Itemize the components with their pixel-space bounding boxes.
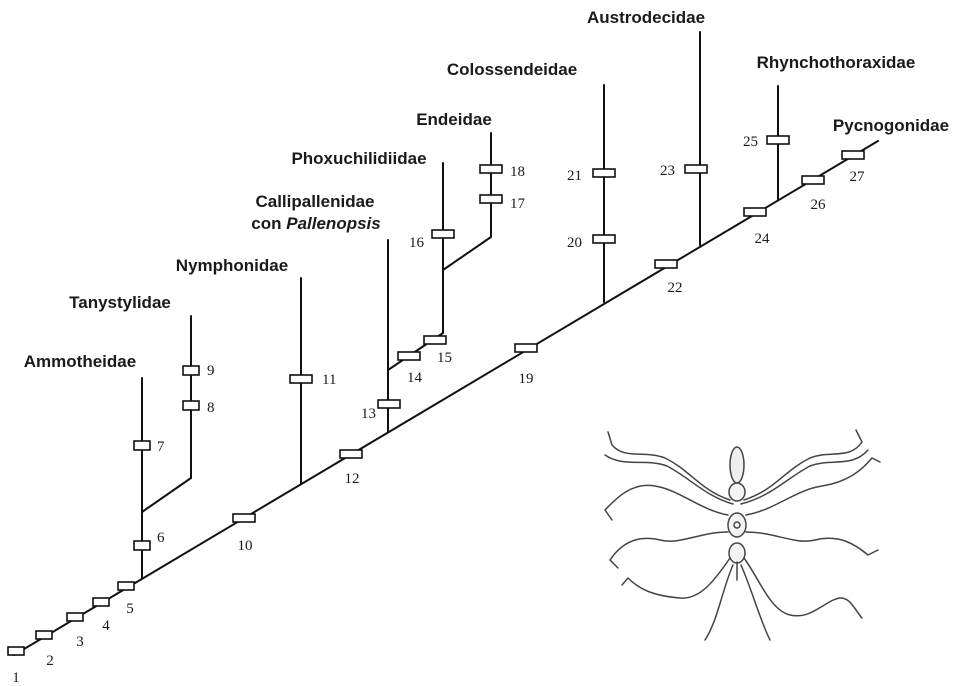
taxon-label-callipallenidae-line2: con Pallenopsis — [251, 214, 380, 233]
character-tick — [67, 613, 83, 621]
character-tick — [655, 260, 677, 268]
character-tick — [36, 631, 52, 639]
character-number: 15 — [437, 350, 452, 366]
character-tick — [767, 136, 789, 144]
character-number: 27 — [850, 169, 866, 185]
taxon-label-austrodecidae: Austrodecidae — [587, 8, 705, 27]
branch-tanystylidae-stem — [142, 478, 191, 512]
character-tick — [515, 344, 537, 352]
character-number: 24 — [755, 231, 771, 247]
character-tick — [432, 230, 454, 238]
character-tick — [340, 450, 362, 458]
character-number: 1 — [12, 670, 20, 686]
character-tick — [480, 165, 502, 173]
character-tick — [93, 598, 109, 606]
taxon-label-phoxuchilidiidae: Phoxuchilidiidae — [291, 149, 426, 168]
taxon-label-endeidae: Endeidae — [416, 110, 492, 129]
character-tick — [398, 352, 420, 360]
taxon-label-nymphonidae: Nymphonidae — [176, 256, 288, 275]
character-tick — [744, 208, 766, 216]
character-number: 17 — [510, 196, 526, 212]
character-number: 19 — [519, 371, 534, 387]
character-number: 20 — [567, 235, 582, 251]
character-tick — [134, 441, 150, 450]
character-tick — [118, 582, 134, 590]
character-number: 18 — [510, 164, 525, 180]
character-tick — [378, 400, 400, 408]
character-number: 16 — [409, 235, 425, 251]
taxon-label-colossendeidae: Colossendeidae — [447, 60, 577, 79]
character-number: 12 — [345, 471, 360, 487]
character-tick — [8, 647, 24, 655]
character-tick — [480, 195, 502, 203]
character-tick — [233, 514, 255, 522]
character-tick — [842, 151, 864, 159]
main-spine — [14, 141, 878, 655]
character-tick — [802, 176, 824, 184]
taxon-label-tanystylidae: Tanystylidae — [69, 293, 171, 312]
character-tick — [134, 541, 150, 550]
character-number: 7 — [157, 439, 165, 455]
character-number: 23 — [660, 163, 675, 179]
character-number: 14 — [407, 370, 423, 386]
taxon-label-ammotheidae: Ammotheidae — [24, 352, 136, 371]
character-number: 8 — [207, 400, 215, 416]
character-number: 2 — [46, 653, 54, 669]
character-number: 4 — [102, 618, 110, 634]
character-tick — [183, 401, 199, 410]
character-number: 9 — [207, 363, 215, 379]
taxon-label-callipallenidae: Callipallenidae — [255, 192, 374, 211]
character-tick — [290, 375, 312, 383]
character-number: 13 — [361, 406, 376, 422]
branch-endeidae-stem — [443, 237, 491, 270]
character-number: 5 — [126, 601, 134, 617]
taxon-label-pycnogonidae: Pycnogonidae — [833, 116, 949, 135]
character-tick — [183, 366, 199, 375]
character-number: 3 — [76, 634, 84, 650]
character-number: 21 — [567, 168, 582, 184]
character-tick — [685, 165, 707, 173]
character-tick — [424, 336, 446, 344]
character-number: 11 — [322, 372, 336, 388]
character-number: 6 — [157, 530, 165, 546]
character-number: 26 — [811, 197, 827, 213]
taxon-label-rhynchothoraxidae: Rhynchothoraxidae — [757, 53, 916, 72]
character-tick — [593, 235, 615, 243]
character-number: 22 — [668, 280, 683, 296]
pycnogonid-illustration — [605, 430, 880, 640]
character-number: 10 — [238, 538, 253, 554]
character-tick — [593, 169, 615, 177]
character-number: 25 — [743, 134, 758, 150]
